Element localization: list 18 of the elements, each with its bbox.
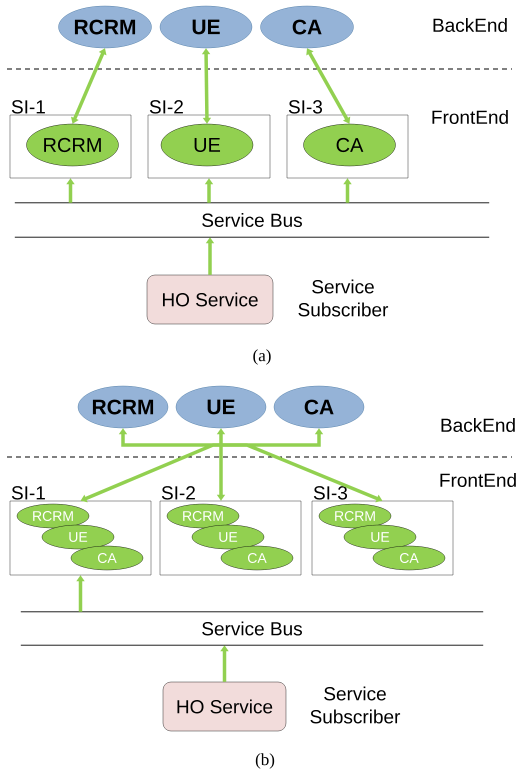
section-label: FrontEnd <box>440 473 516 487</box>
node-label: SI-1 <box>12 486 45 500</box>
service-box: HO Service <box>146 274 274 324</box>
node-label: SI-2 <box>150 100 183 114</box>
service-bus: Service Bus <box>14 202 490 238</box>
section-label: BackEnd <box>434 18 507 32</box>
beside-text: Service Subscriber <box>298 280 388 316</box>
section-label: FrontEnd <box>432 110 508 124</box>
node-label: SI-2 <box>162 486 195 500</box>
node-label: SI-3 <box>288 100 322 114</box>
beside-text: Service Subscriber <box>310 686 400 724</box>
service-box: HO Service <box>162 682 286 732</box>
panel-caption: (b) <box>256 753 274 769</box>
section-label: BackEnd <box>442 418 515 432</box>
panel-caption: (a) <box>253 349 271 365</box>
service-bus: Service Bus <box>20 611 484 646</box>
node-label: SI-1 <box>12 100 45 114</box>
node-label: SI-3 <box>314 486 348 500</box>
